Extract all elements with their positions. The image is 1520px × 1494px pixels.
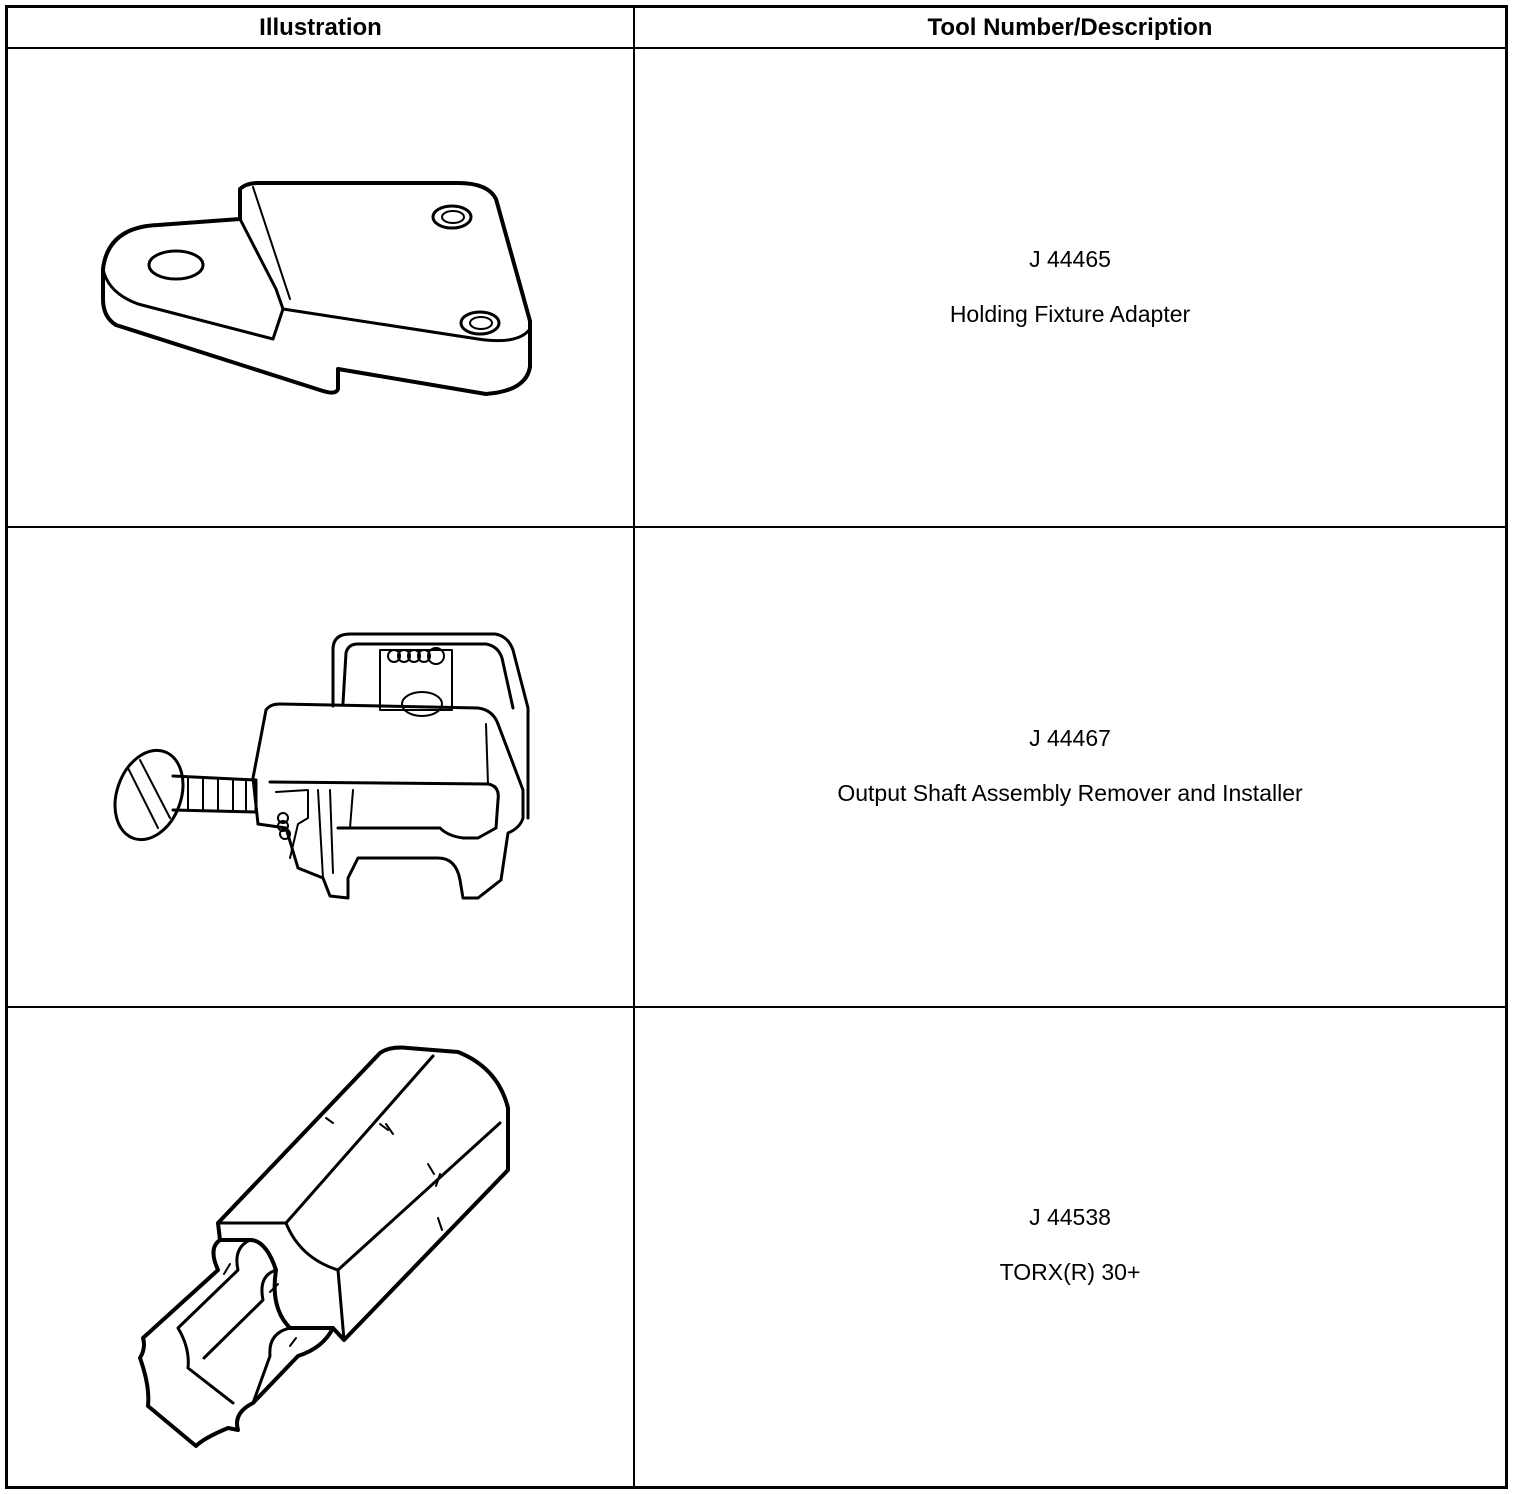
table-row-3-illustration xyxy=(8,1008,633,1486)
row-divider xyxy=(5,526,1508,528)
tool-description: Holding Fixture Adapter xyxy=(949,301,1191,327)
tool-number: J 44538 xyxy=(1029,1204,1111,1230)
column-header-illustration: Illustration xyxy=(259,14,382,41)
table-row-2-illustration xyxy=(8,528,633,1006)
torx-bit-drawing xyxy=(8,1008,633,1486)
tool-table xyxy=(5,5,1508,1489)
tool-description: Output Shaft Assembly Remover and Instal… xyxy=(837,780,1303,806)
table-row-1-description: J 44465 Holding Fixture Adapter xyxy=(635,49,1505,526)
tool-description: TORX(R) 30+ xyxy=(999,1259,1141,1285)
header-divider xyxy=(5,47,1508,49)
column-header-tool: Tool Number/Description xyxy=(927,14,1213,41)
column-divider xyxy=(633,5,635,1489)
tool-number: J 44465 xyxy=(1029,246,1111,272)
tool-number: J 44467 xyxy=(1029,725,1111,751)
table-row-1-illustration xyxy=(8,49,633,526)
table-row-2-description: J 44467 Output Shaft Assembly Remover an… xyxy=(635,528,1505,1006)
row-divider xyxy=(5,1006,1508,1008)
holding-fixture-adapter-drawing xyxy=(8,49,633,526)
table-row-3-description: J 44538 TORX(R) 30+ xyxy=(635,1008,1505,1486)
output-shaft-tool-drawing xyxy=(8,528,633,1006)
